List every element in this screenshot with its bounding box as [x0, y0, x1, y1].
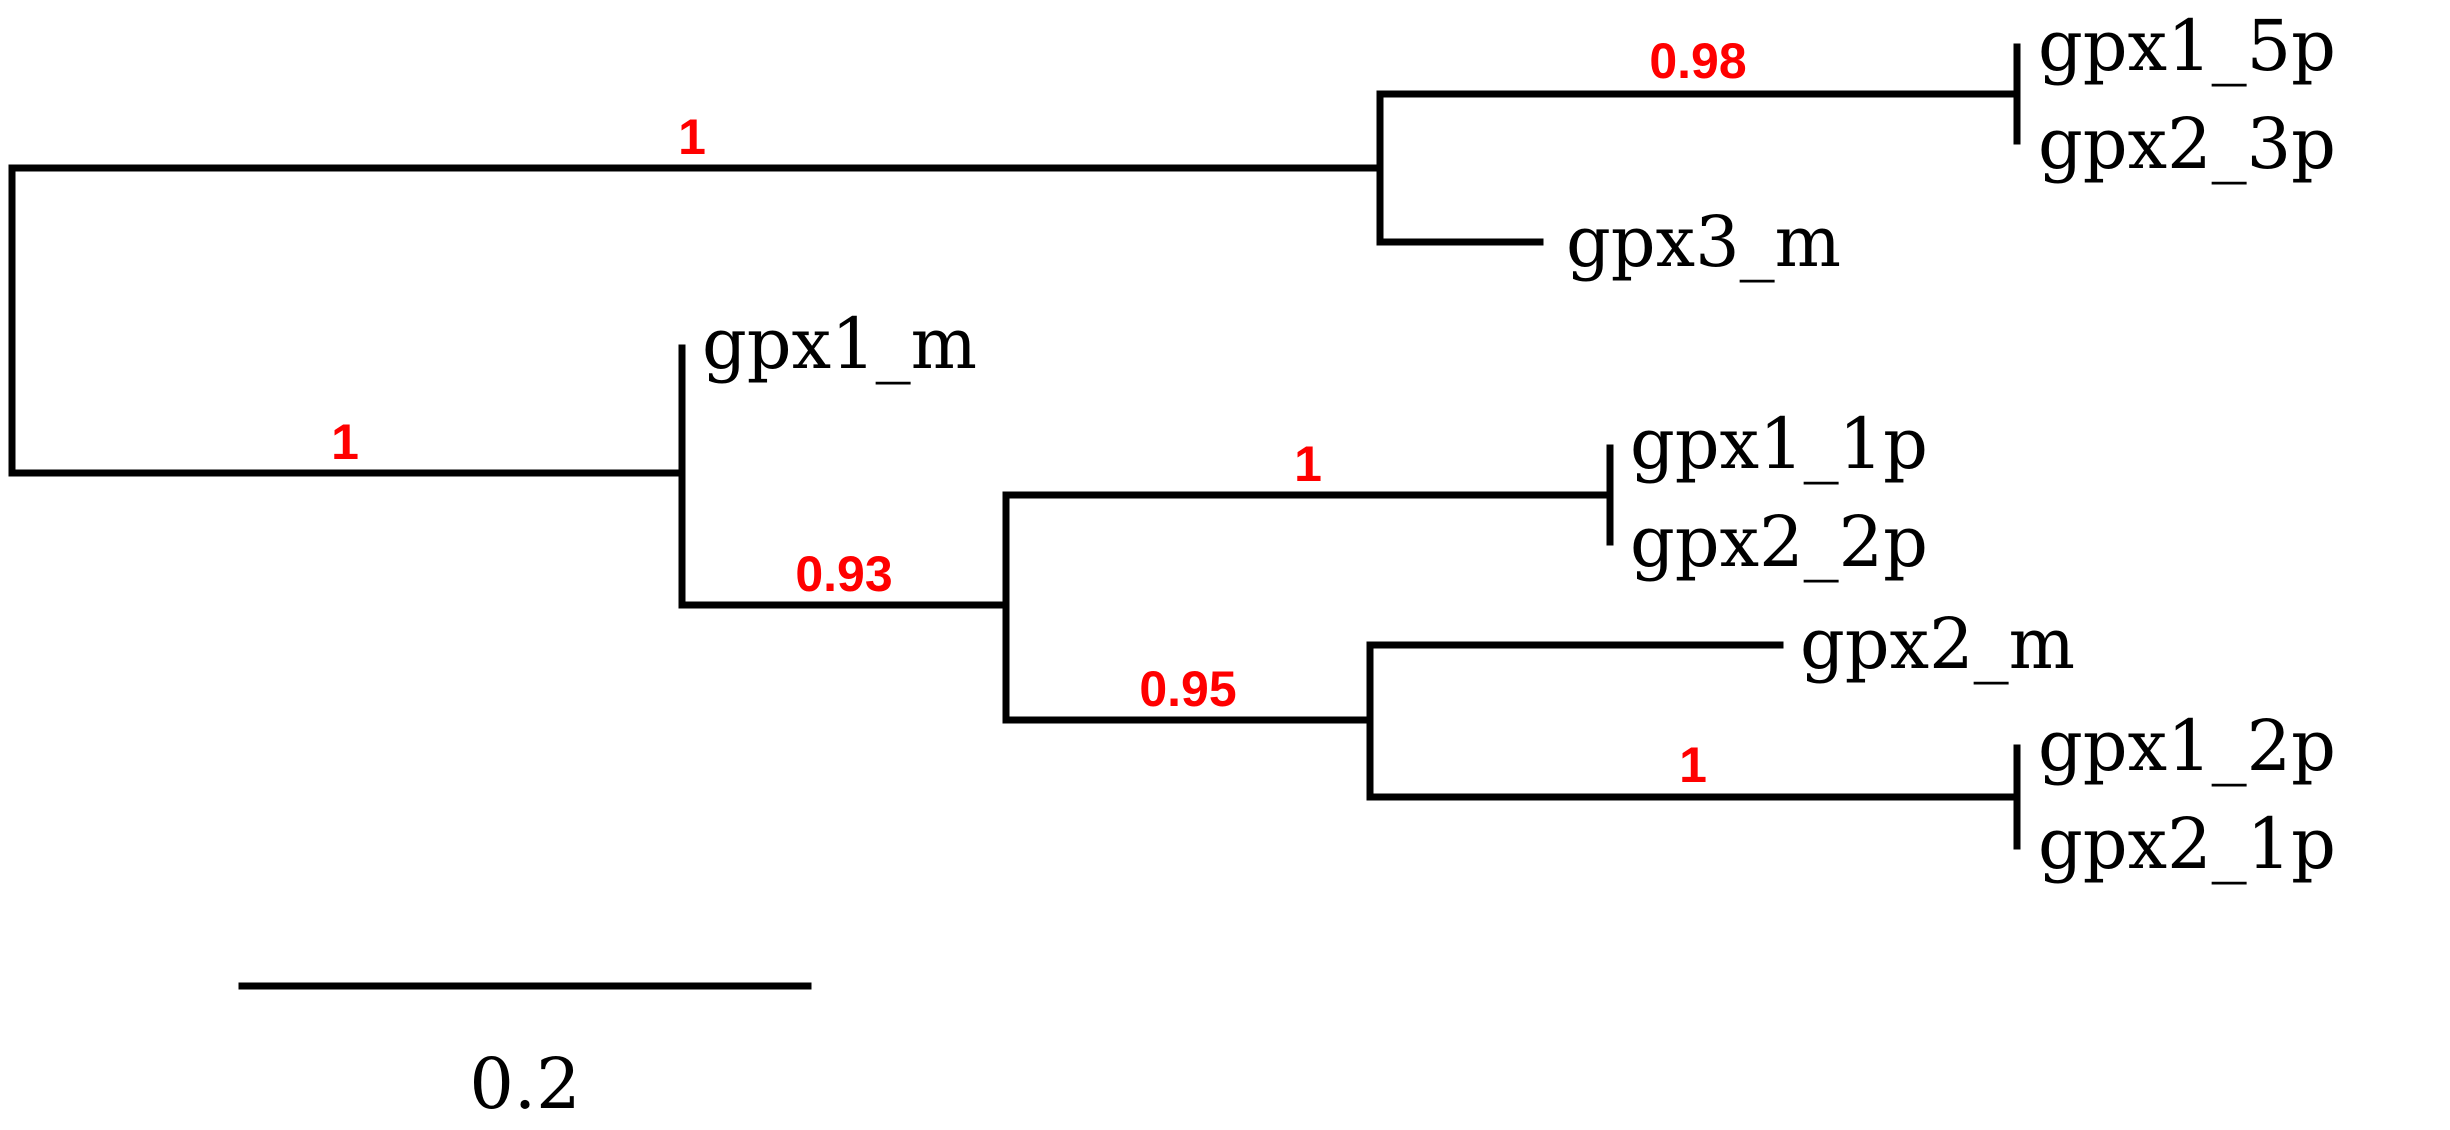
support-value-gpx1_1p-gpx2_2p: 1 — [1294, 436, 1322, 492]
scale-bar-label: 0.2 — [469, 1043, 580, 1125]
support-value-upper-clade: 1 — [678, 109, 706, 165]
leaf-label-gpx1_5p: gpx1_5p — [2038, 5, 2336, 87]
leaf-label-gpx2_1p: gpx2_1p — [2038, 803, 2336, 885]
tree-branches — [8, 43, 2021, 850]
leaf-label-gpx1_m: gpx1_m — [702, 303, 977, 385]
support-value-gpx2-clade: 0.95 — [1139, 661, 1236, 717]
support-values: 0.98 1 1 1 0.93 0.95 1 — [331, 33, 1747, 793]
leaf-label-gpx2_m: gpx2_m — [1800, 603, 2075, 685]
support-value-gpx1_5p-gpx2_3p: 0.98 — [1649, 33, 1746, 89]
leaf-label-gpx2_2p: gpx2_2p — [1630, 501, 1928, 583]
support-value-inner-clade: 0.93 — [795, 546, 892, 602]
scale-bar: 0.2 — [238, 982, 812, 1125]
leaf-label-gpx1_2p: gpx1_2p — [2038, 705, 2336, 787]
leaf-label-gpx1_1p: gpx1_1p — [1630, 403, 1928, 485]
support-value-lower-clade: 1 — [331, 414, 359, 470]
leaf-label-gpx2_3p: gpx2_3p — [2038, 103, 2336, 185]
leaf-label-gpx3_m: gpx3_m — [1566, 201, 1841, 283]
support-value-gpx1_2p-gpx2_1p: 1 — [1679, 737, 1707, 793]
leaf-labels: gpx1_5p gpx2_3p gpx3_m gpx1_m gpx1_1p gp… — [702, 5, 2336, 885]
